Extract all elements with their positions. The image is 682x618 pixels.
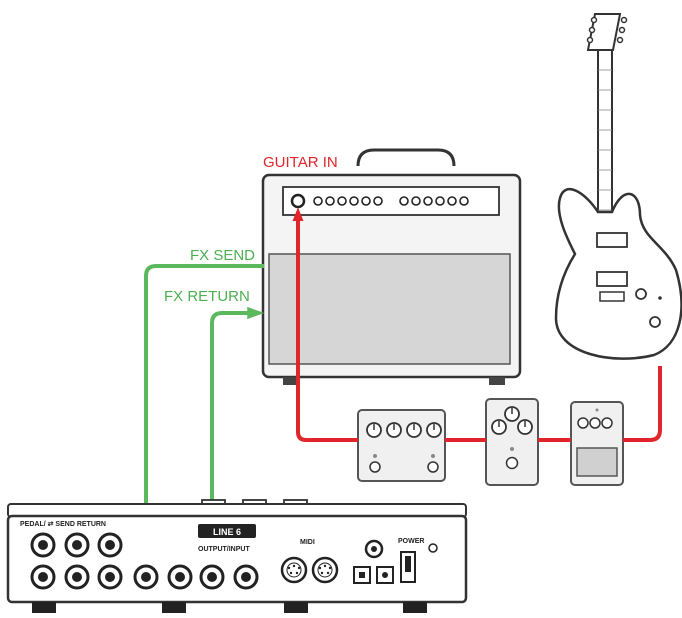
jack-output-2 <box>233 564 259 590</box>
output-input-label: OUTPUT/INPUT <box>198 546 250 553</box>
jack-output-1 <box>199 564 225 590</box>
amp-foot-left <box>283 377 299 385</box>
amp-knobs <box>313 196 469 206</box>
phones-port-inner <box>382 572 388 578</box>
amp-foot-right <box>489 377 505 385</box>
guitar-neck-pickup <box>596 232 628 248</box>
midi-in-port <box>280 556 308 584</box>
dc-power-connector <box>364 539 384 559</box>
guitar-frets <box>598 69 612 211</box>
unit-rear-panel <box>6 514 468 604</box>
pedal-1 <box>357 409 446 482</box>
pedal-send-return-label: PEDAL/ ⇄ SEND RETURN <box>20 520 106 528</box>
amp-handle <box>356 148 456 167</box>
guitar-neck <box>597 49 613 229</box>
fx-return-arrowhead <box>247 306 265 320</box>
jack-pedal-1 <box>30 532 56 558</box>
tuning-pegs <box>586 16 628 44</box>
unit-foot-2 <box>162 602 186 613</box>
fx-return-label: FX RETURN <box>164 288 250 305</box>
guitar-in-arrowhead <box>292 207 304 221</box>
jack-return-1 <box>97 532 123 558</box>
ground-screw <box>428 543 438 553</box>
usb-port-inner <box>359 572 365 578</box>
line6-logo-text: LINE 6 <box>213 527 241 537</box>
fx-return-cable <box>210 311 256 548</box>
power-switch-rocker <box>405 556 411 572</box>
jack-pedal-2 <box>30 564 56 590</box>
power-label: POWER <box>398 538 424 545</box>
line6-unit: PEDAL/ ⇄ SEND RETURN LINE 6 OUTPUT/INPUT… <box>6 499 468 613</box>
amplifier <box>261 148 522 385</box>
pedal-2 <box>485 398 539 486</box>
fx-send-cable <box>144 264 264 542</box>
pedal-3 <box>570 401 624 486</box>
guitar-tone-knob <box>649 316 661 328</box>
midi-label: MIDI <box>300 539 315 546</box>
line6-logo-badge <box>198 524 256 538</box>
unit-foot-4 <box>403 602 427 613</box>
fx-send-label: FX SEND <box>190 247 255 264</box>
guitar-in-label: GUITAR IN <box>263 154 338 171</box>
jack-input-1 <box>133 564 159 590</box>
unit-foot-1 <box>32 602 56 613</box>
unit-foot-3 <box>284 602 308 613</box>
electric-guitar <box>554 13 682 360</box>
guitar-bridge-pickup <box>596 271 628 287</box>
jack-input-2 <box>167 564 193 590</box>
guitar-input-jack <box>290 193 306 209</box>
midi-out-port <box>311 556 339 584</box>
guitar-bridge <box>599 291 625 302</box>
guitar-volume-knob <box>635 288 647 300</box>
jack-send-2 <box>64 564 90 590</box>
jack-return-2 <box>97 564 123 590</box>
amp-control-panel <box>282 186 500 216</box>
amp-speaker-grille <box>268 253 511 365</box>
guitar-cable-amp-to-pedal <box>296 215 358 442</box>
guitar-toggle <box>658 296 662 300</box>
guitar-cable-pedal3-to-guitar <box>623 366 662 442</box>
jack-send-1 <box>64 532 90 558</box>
